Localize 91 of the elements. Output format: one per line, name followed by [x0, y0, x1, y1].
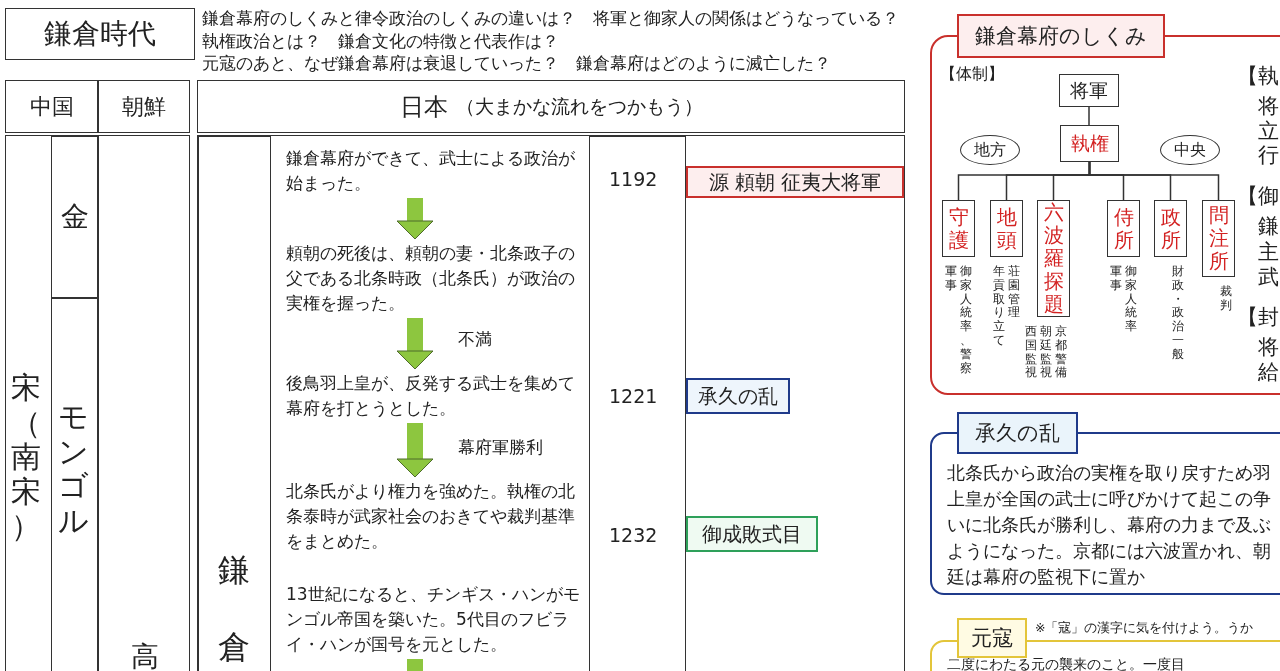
note-text: 年貢取り立て — [992, 265, 1005, 348]
office-name: 侍所 — [1113, 205, 1134, 252]
header-cell — [197, 80, 905, 133]
note-text: 給 — [1258, 359, 1279, 386]
office-box — [942, 200, 975, 257]
block-arrow — [396, 198, 434, 240]
org-name: 執権 — [1070, 130, 1109, 156]
office-name: 守護 — [948, 205, 969, 252]
region-text: 中央 — [1174, 139, 1206, 161]
event-text: 源 頼朝 征夷大将軍 — [708, 168, 882, 196]
office-box — [1037, 200, 1070, 317]
year-column — [589, 136, 686, 671]
title-text: 鎌倉時代 — [44, 16, 156, 52]
panel-title: 承久の乱 — [957, 412, 1078, 454]
note-text: 行 — [1258, 142, 1279, 169]
country-text: モンゴル — [58, 400, 88, 538]
office-box — [1107, 200, 1140, 257]
note-text: 御家人統率 — [1124, 265, 1137, 334]
event-box — [686, 378, 790, 414]
flow-text: 13世紀になると、チンギス・ハンがモンゴル帝国を築いた。5代目のフビライ・ハンが国号を元とした。 — [286, 582, 591, 657]
year-label: 1221 — [609, 385, 658, 407]
note-text: 将 — [1258, 93, 1279, 120]
panel-title: 元寇 — [957, 618, 1027, 658]
title-box — [5, 8, 195, 60]
note-text: 鎌 — [1258, 213, 1279, 240]
note-text: 武 — [1258, 264, 1279, 291]
edge-label: 幕府軍勝利 — [458, 436, 543, 459]
office-name: 問注所 — [1208, 204, 1229, 273]
office-name: 地頭 — [996, 205, 1017, 252]
note-text: 【封 — [1237, 304, 1279, 331]
flow-text: 鎌倉幕府ができて、武士による政治が始まった。 — [286, 146, 591, 196]
flow-text: 北条氏がより権力を強めた。執権の北条泰時が武家社会のおきてや裁判基準をまとめた。 — [286, 479, 591, 554]
note-text: 将 — [1258, 334, 1279, 361]
note-text: 【体制】 — [940, 64, 1004, 85]
year-label: 1192 — [609, 168, 658, 190]
org-box — [1059, 74, 1119, 107]
note-text: 【執 — [1237, 63, 1279, 90]
event-box — [686, 516, 818, 552]
office-name: 六波羅探題 — [1043, 201, 1064, 316]
flow-text: 後鳥羽上皇が、反発する武士を集めて幕府を打とうとした。 — [286, 371, 591, 421]
era-column — [198, 136, 271, 671]
office-box — [990, 200, 1023, 257]
office-name: 政所 — [1160, 205, 1181, 252]
header-text: 朝鮮 — [122, 92, 166, 121]
year-label: 1232 — [609, 524, 658, 546]
table-column — [98, 135, 190, 671]
block-arrow — [396, 318, 434, 370]
note-text: ※「寇」の漢字に気を付けよう。うか — [1035, 620, 1254, 637]
region-text: 地方 — [974, 139, 1006, 161]
table-cell — [51, 136, 99, 298]
header-note: （大まかな流れをつかもう） — [455, 93, 703, 119]
note-text: 執権政治とは？ 鎌倉文化の特徴と代表作は？ — [202, 30, 559, 53]
header-cell — [5, 80, 98, 133]
event-text: 御成敗式目 — [702, 520, 802, 548]
event-text: 承久の乱 — [698, 382, 778, 410]
org-name: 将軍 — [1070, 77, 1108, 103]
note-text: 荘園管理 — [1007, 265, 1020, 321]
flow-text: 頼朝の死後は、頼朝の妻・北条政子の父である北条時政（北条氏）が政治の実権を握った。 — [286, 241, 591, 316]
header-text: 日本 — [399, 91, 448, 123]
event-box — [686, 166, 904, 198]
note-text: 朝廷監視 — [1039, 325, 1052, 381]
note-text: 元寇のあと、なぜ鎌倉幕府は衰退していった？ 鎌倉幕府はどのように滅亡した？ — [202, 52, 831, 75]
block-arrow — [396, 423, 434, 478]
note-text: 財政・政治一般 — [1171, 265, 1184, 362]
note-text: 【御 — [1237, 183, 1279, 210]
org-box — [1060, 125, 1119, 162]
panel-text: 二度にわたる元の襲来のこと。一度目 — [947, 656, 1185, 671]
note-text: 軍事 — [944, 265, 957, 293]
panel-title: 鎌倉幕府のしくみ — [957, 14, 1165, 58]
country-text: 宋（南宋） — [11, 371, 41, 544]
note-text: 立 — [1258, 118, 1279, 145]
note-text: 鎌倉幕府のしくみと律令政治のしくみの違いは？ 将軍と御家人の関係はどうなっている？ — [202, 7, 899, 30]
header-cell — [98, 80, 190, 133]
note-text: 西国監視 — [1024, 325, 1037, 381]
panel-text: 北条氏から政治の実権を取り戻すため羽上皇が全国の武士に呼びかけて起この争いに北条氏が勝利し、幕府の力まで及ぶようになった。京都には六波置かれ、朝廷は幕府の監視下に置か — [947, 462, 1272, 589]
office-box — [1154, 200, 1187, 257]
header-text: 中国 — [29, 92, 74, 121]
note-text: 京都警備 — [1054, 325, 1067, 381]
table-frame — [197, 135, 905, 671]
note-text: 裁判 — [1219, 285, 1232, 313]
connector-line — [1088, 161, 1220, 201]
office-box — [1202, 200, 1235, 277]
connector-line — [1088, 106, 1090, 126]
table-cell — [51, 298, 99, 671]
era-text: 鎌倉 — [218, 550, 250, 668]
country-text: 金 — [61, 199, 89, 235]
note-text: 軍事 — [1109, 265, 1122, 293]
note-text: 主 — [1258, 239, 1279, 266]
table-column — [5, 135, 98, 671]
country-text: 高 — [131, 639, 159, 671]
note-text: 御家人統率、警察 — [959, 265, 972, 376]
